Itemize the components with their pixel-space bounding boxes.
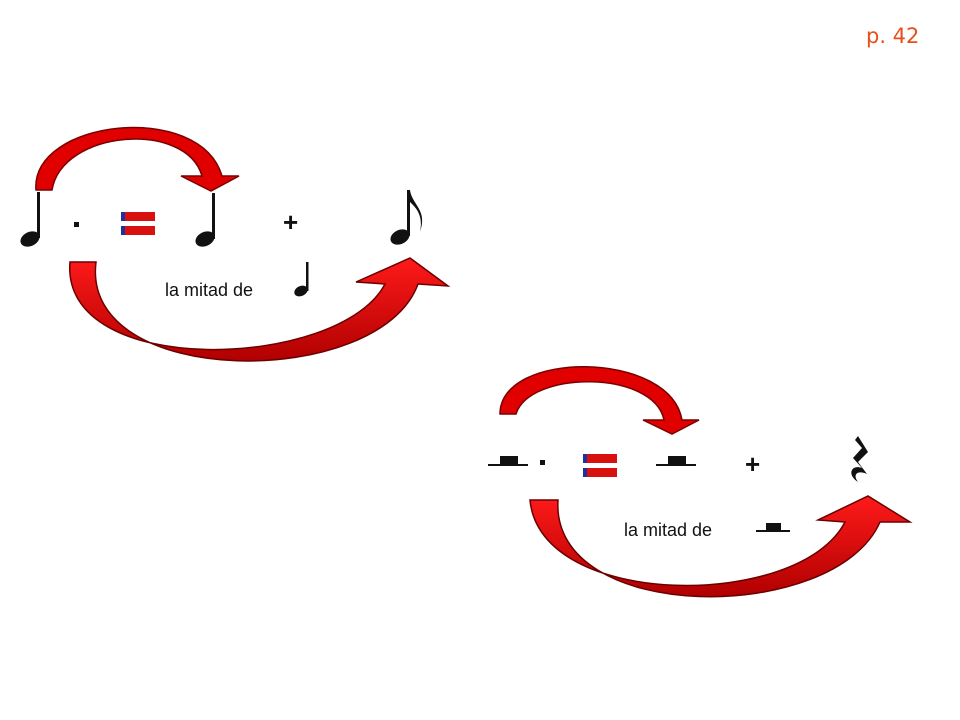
page-number: p. 42 xyxy=(866,24,920,48)
top-arrow-2 xyxy=(499,366,700,435)
half-of-label-1: la mitad de xyxy=(165,280,254,300)
eighth-note-icon xyxy=(390,190,423,245)
label-half-rest-icon xyxy=(756,523,790,532)
plus-sign-1: + xyxy=(283,207,299,237)
half-rest-icon xyxy=(656,456,696,466)
quarter-rest-icon xyxy=(851,436,868,482)
plus-sign-2: + xyxy=(745,449,761,479)
dotted-half-rest-icon xyxy=(488,456,545,466)
equals-icon xyxy=(121,212,155,235)
half-of-label-2: la mitad de xyxy=(624,520,713,540)
equals-icon-2 xyxy=(583,454,617,477)
label-quarter-note-icon xyxy=(294,262,309,297)
quarter-note-icon xyxy=(195,193,215,247)
bottom-arrow-1 xyxy=(69,257,451,362)
top-arrow-1 xyxy=(35,126,240,192)
dotted-quarter-note-icon xyxy=(20,192,79,247)
bottom-arrow-2 xyxy=(529,495,913,598)
